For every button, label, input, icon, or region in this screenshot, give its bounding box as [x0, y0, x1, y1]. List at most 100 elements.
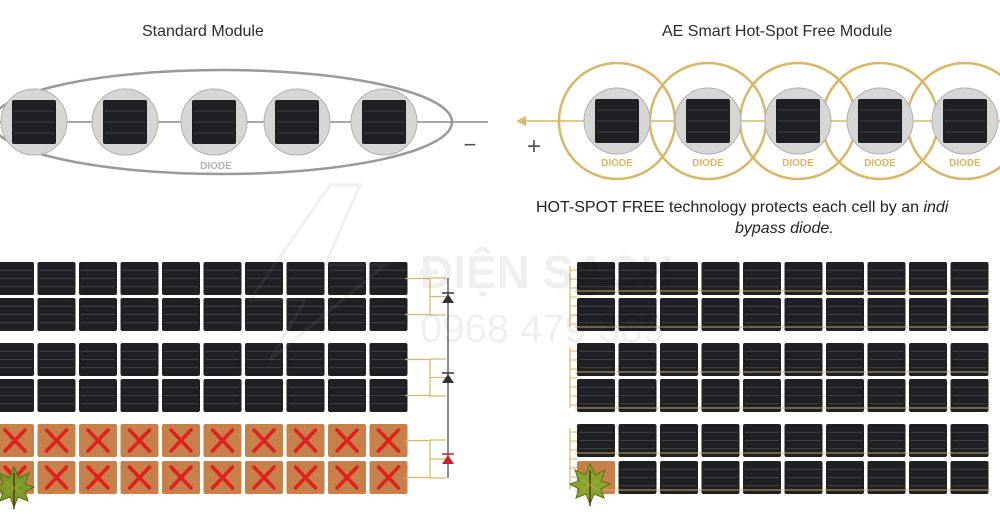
solar-cell	[369, 298, 408, 331]
solar-cell	[203, 379, 242, 412]
solar-cell	[618, 379, 657, 412]
solar-cell	[701, 379, 740, 412]
solar-cell	[618, 298, 657, 331]
solar-cell	[192, 100, 236, 144]
solar-cell	[867, 461, 906, 494]
cell-disc	[931, 87, 999, 155]
shaded-cell	[162, 461, 200, 494]
solar-cell	[826, 379, 864, 412]
cell-disc	[263, 88, 331, 156]
solar-cell	[826, 262, 864, 295]
solar-cell	[286, 379, 325, 412]
solar-cell	[0, 343, 34, 376]
solar-cell	[826, 461, 864, 494]
solar-cell	[950, 424, 989, 457]
solar-cell	[950, 461, 989, 494]
plus-terminal: +	[527, 133, 541, 160]
minus-terminal: −	[464, 132, 477, 157]
solar-cell	[943, 99, 987, 143]
solar-cell	[0, 262, 34, 295]
solar-cell	[826, 424, 864, 457]
solar-cell	[618, 343, 657, 376]
solar-cell	[577, 298, 615, 331]
cell-disc	[180, 88, 248, 156]
solar-cell	[950, 379, 989, 412]
solar-cell	[909, 424, 947, 457]
solar-cell	[743, 461, 781, 494]
cell-disc	[764, 87, 832, 155]
solar-cell	[660, 424, 698, 457]
solar-cell	[369, 343, 408, 376]
solar-cell	[867, 379, 906, 412]
hot-spot-description-line1: HOT-SPOT FREE technology protects each c…	[536, 199, 948, 217]
shaded-cell	[286, 424, 325, 457]
solar-cell	[618, 424, 657, 457]
standard-panel-diagram	[0, 262, 454, 494]
solar-cell	[950, 262, 989, 295]
solar-cell	[369, 262, 408, 295]
leaf-icon	[568, 462, 612, 506]
cell-disc	[674, 87, 742, 155]
solar-cell	[660, 262, 698, 295]
description-text: HOT-SPOT FREE technology protects each c…	[536, 199, 924, 216]
bypass-diode-icon	[442, 292, 454, 303]
solar-cell	[245, 379, 283, 412]
ae-diode-label: DIODE	[949, 158, 981, 169]
ae-diode-label: DIODE	[782, 158, 814, 169]
solar-cell	[369, 379, 408, 412]
solar-cell	[0, 379, 34, 412]
solar-cell	[660, 298, 698, 331]
shaded-cell	[245, 424, 283, 457]
solar-cell	[245, 343, 283, 376]
solar-cell	[286, 298, 325, 331]
solar-cell	[784, 379, 823, 412]
standard-module-diagram: DIODE −	[0, 68, 488, 176]
solar-cell	[79, 298, 117, 331]
ae-smart-module-title: AE Smart Hot-Spot Free Module	[662, 23, 893, 40]
cell-disc	[0, 88, 68, 156]
solar-cell	[203, 298, 242, 331]
solar-cell	[79, 379, 117, 412]
solar-cell	[660, 461, 698, 494]
solar-cell	[162, 298, 200, 331]
shaded-cell	[369, 424, 408, 457]
solar-cell	[867, 424, 906, 457]
solar-cell	[784, 298, 823, 331]
standard-module-title: Standard Module	[142, 23, 264, 40]
solar-cell	[826, 298, 864, 331]
current-arrow-icon	[516, 116, 526, 126]
solar-cell	[120, 343, 159, 376]
solar-cell	[686, 99, 730, 143]
solar-cell	[909, 379, 947, 412]
solar-cell	[245, 298, 283, 331]
solar-cell	[328, 262, 366, 295]
cell-disc	[91, 88, 159, 156]
solar-cell	[362, 100, 406, 144]
ae-smart-panel-diagram	[569, 262, 991, 494]
solar-cell	[12, 100, 56, 144]
solar-cell	[286, 343, 325, 376]
solar-cell	[950, 343, 989, 376]
shaded-cell	[162, 424, 200, 457]
solar-cell	[328, 379, 366, 412]
solar-cell	[660, 343, 698, 376]
solar-cell	[577, 262, 615, 295]
solar-cell	[784, 262, 823, 295]
solar-cell	[0, 298, 34, 331]
solar-cell	[162, 343, 200, 376]
shaded-cell	[203, 461, 242, 494]
solar-cell	[826, 343, 864, 376]
solar-cell	[743, 343, 781, 376]
solar-cell	[701, 298, 740, 331]
solar-cell	[909, 298, 947, 331]
solar-cell	[595, 99, 639, 143]
solar-cell	[162, 262, 200, 295]
ae-diode-label: DIODE	[601, 158, 633, 169]
solar-cell	[37, 262, 76, 295]
solar-cell	[120, 262, 159, 295]
solar-cell	[120, 379, 159, 412]
solar-cell	[162, 379, 200, 412]
solar-cell	[618, 461, 657, 494]
solar-cell	[701, 424, 740, 457]
